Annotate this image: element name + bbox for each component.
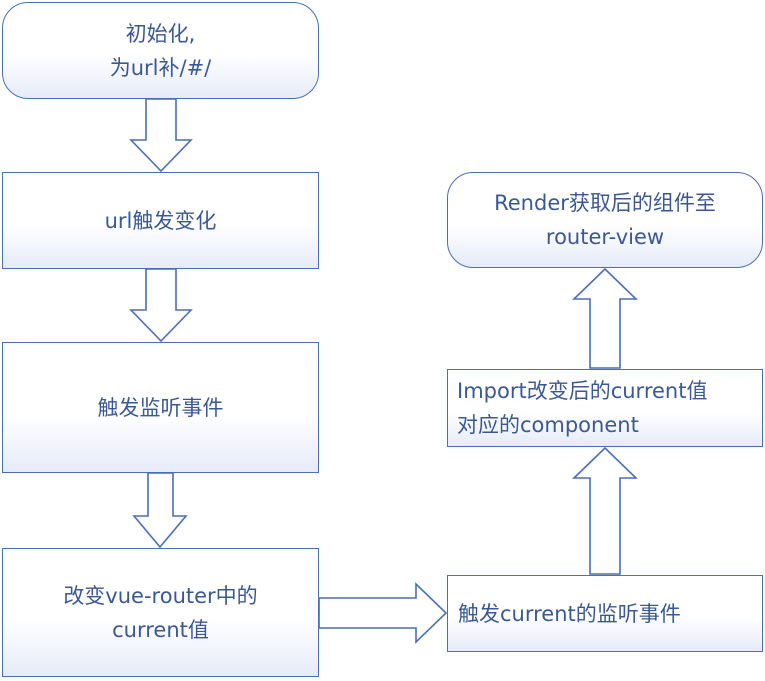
node-change-current-line2: current值 [112, 617, 209, 642]
arrow-down-3 [132, 472, 188, 549]
node-init-line2: 为url补/#/ [109, 55, 212, 80]
node-render-line1: Render获取后的组件至 [494, 191, 716, 215]
node-render-line2: router-view [545, 225, 665, 249]
arrow-up-2 [572, 267, 638, 369]
node-url-change-label: url触发变化 [104, 208, 217, 233]
node-init-line1: 初始化, [125, 21, 196, 46]
node-trigger-listener-label: 触发监听事件 [97, 395, 224, 420]
node-change-current-line1: 改变vue-router中的 [63, 583, 258, 608]
node-url-change: url触发变化 [2, 172, 319, 269]
arrow-down-2 [129, 268, 193, 343]
node-trigger-listener: 触发监听事件 [2, 342, 319, 473]
node-import-component-line1: Import改变后的current值 [457, 379, 708, 403]
node-init: 初始化, 为url补/#/ [2, 2, 319, 99]
node-current-listener: 触发current的监听事件 [447, 575, 763, 652]
arrow-right [318, 582, 448, 644]
node-change-current: 改变vue-router中的 current值 [2, 548, 319, 677]
node-import-component-line2: 对应的component [457, 413, 639, 437]
node-render: Render获取后的组件至 router-view [447, 172, 763, 268]
node-import-component: Import改变后的current值 对应的component [447, 369, 763, 447]
arrow-down-1 [129, 98, 193, 173]
node-current-listener-label: 触发current的监听事件 [458, 601, 681, 626]
arrow-up-1 [572, 446, 638, 575]
